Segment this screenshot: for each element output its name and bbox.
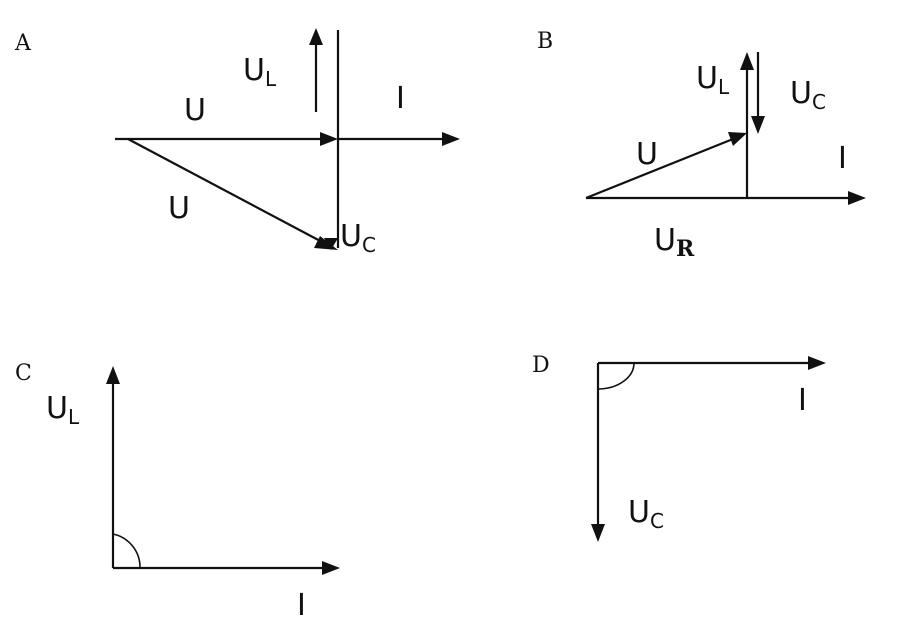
panel-d: D I UC	[532, 353, 826, 542]
panel-a-label: A	[14, 31, 32, 56]
panel-a-u-diagonal-vector	[127, 138, 325, 244]
panel-a-u-diagonal-label: U	[168, 191, 190, 226]
panel-a-uc-arrowhead	[324, 238, 338, 250]
panel-b-ul-label: UL	[696, 61, 730, 99]
panel-d-i-arrowhead	[808, 356, 826, 370]
panel-a: A UL I U U UC	[14, 28, 460, 257]
panel-c-label: C	[15, 361, 32, 386]
panel-d-label: D	[532, 353, 550, 378]
panel-c-i-label: I	[297, 588, 306, 623]
panel-a-ul-label: UL	[243, 53, 277, 91]
panel-b-uc-label: UC	[790, 76, 826, 114]
panel-a-u-top-label: U	[184, 93, 206, 128]
panel-b-label: B	[537, 29, 553, 54]
panel-d-i-label: I	[798, 383, 807, 418]
panel-b-u-arrowhead	[728, 132, 747, 146]
panel-b-uc-arrowhead	[751, 116, 765, 134]
panel-b-ur-label: UR	[654, 223, 695, 262]
panel-a-ul-arrowhead	[309, 28, 323, 45]
panel-a-uc-label: UC	[340, 219, 376, 257]
panel-c-i-arrowhead	[322, 561, 340, 575]
panel-d-uc-arrowhead	[591, 524, 605, 542]
panel-c-ul-arrowhead	[106, 366, 120, 384]
panel-b-i-label: I	[838, 141, 847, 176]
panel-a-i-arrowhead	[442, 132, 460, 146]
panel-a-i-label: I	[396, 81, 405, 116]
panel-a-u-horizontal-arrowhead	[320, 132, 338, 146]
panel-d-uc-label: UC	[628, 495, 664, 533]
panel-b: B UL UC U I UR	[537, 29, 866, 262]
panel-b-ul-arrowhead	[740, 52, 754, 70]
panel-c-angle-arc	[112, 533, 141, 569]
panel-b-u-label: U	[636, 137, 658, 172]
panel-b-i-arrowhead	[848, 191, 866, 205]
panel-c-ul-label: UL	[46, 391, 80, 429]
panel-c: C UL I	[15, 361, 340, 623]
panel-d-angle-arc	[597, 362, 635, 390]
panel-b-u-vector	[585, 137, 734, 200]
